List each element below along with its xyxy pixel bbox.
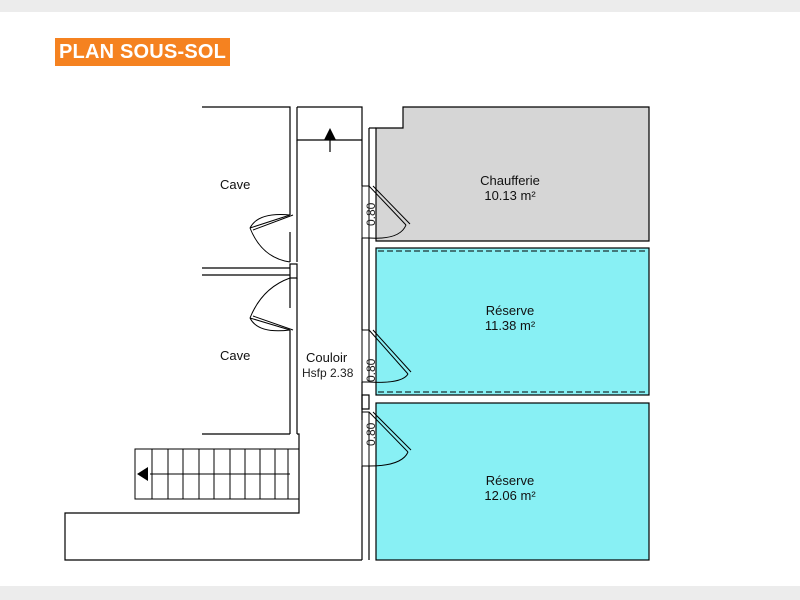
chaufferie-room: [375, 106, 650, 242]
chaufferie-label: Chaufferie: [480, 173, 540, 188]
bottom-band: [0, 586, 800, 600]
reserve-room-2: [375, 402, 650, 561]
door-3-width: 0.80: [364, 422, 378, 446]
chaufferie-area: 10.13 m²: [484, 188, 536, 203]
cave-door-bottom: [249, 277, 294, 332]
couloir-top-wall: [297, 106, 363, 186]
couloir-label: Couloir: [306, 350, 348, 365]
door-2-width: 0.80: [364, 358, 378, 382]
stair-arrow-icon: [137, 467, 148, 481]
wall-pillar: [361, 394, 370, 410]
door-chaufferie: [361, 185, 411, 239]
staircase: [134, 448, 300, 500]
stair-wall: [64, 433, 362, 561]
door-reserve-2: [361, 411, 412, 467]
plan-title: PLAN SOUS-SOL: [55, 38, 231, 66]
cave-top-wall: [202, 106, 291, 215]
cave-door-top: [249, 214, 294, 263]
top-band: [0, 0, 800, 12]
walls: [64, 106, 376, 561]
reserve-1-label: Réserve: [486, 303, 534, 318]
door-1-width: 0.80: [364, 202, 378, 226]
couloir-height-note: Hsfp 2.38: [302, 366, 354, 380]
cave-bottom-label: Cave: [220, 348, 250, 363]
reserve-1-area: 11.38 m²: [485, 318, 536, 333]
reserve-room-1: [375, 247, 650, 396]
cave-top-label: Cave: [220, 177, 250, 192]
door-reserve-1: [361, 329, 412, 383]
up-arrow-icon: [324, 128, 336, 152]
reserve-2-area: 12.06 m²: [484, 488, 536, 503]
door-jamb: [289, 263, 298, 279]
reserve-2-label: Réserve: [486, 473, 534, 488]
